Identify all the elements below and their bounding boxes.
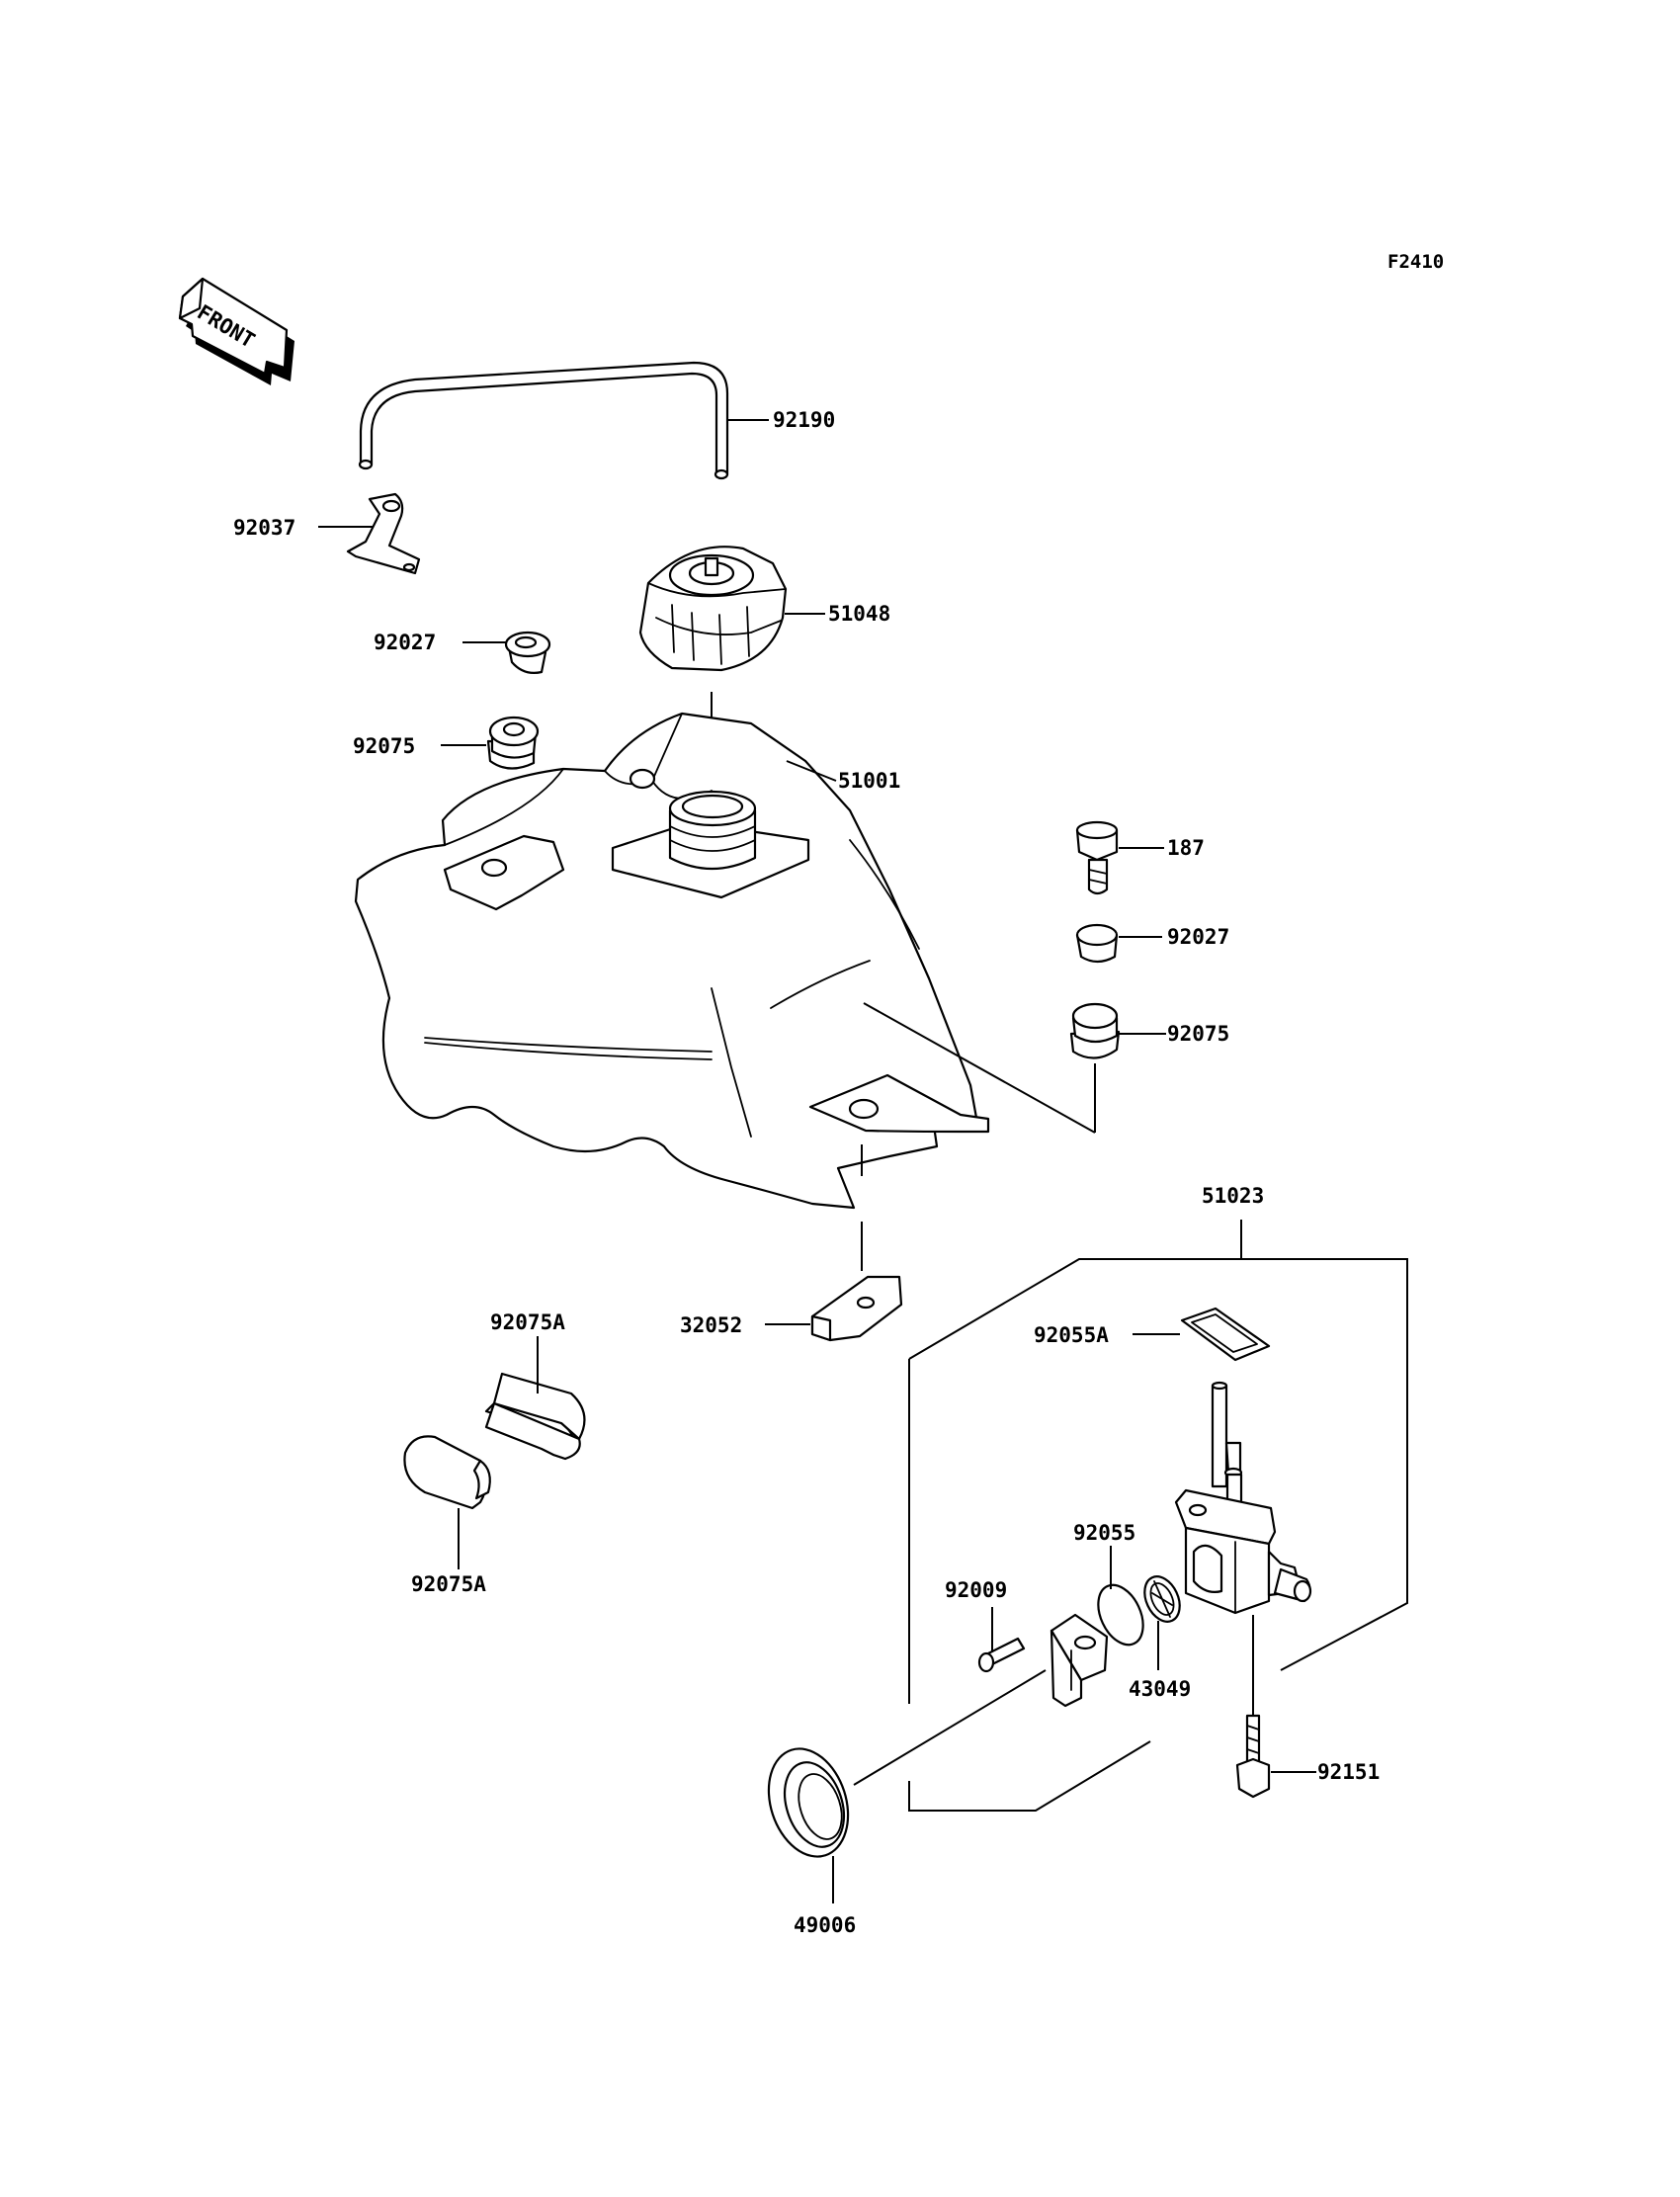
- fuel-tap-body: [1174, 1381, 1312, 1615]
- bracket-92037: 92037: [233, 492, 421, 575]
- part-label-92075A-lower: 92075A: [411, 1572, 486, 1596]
- part-label-92075-left: 92075: [353, 734, 415, 758]
- part-label-43049: 43049: [1129, 1677, 1191, 1701]
- fuel-hose-92190: 92190: [358, 361, 835, 480]
- tap-lever: [1050, 1613, 1109, 1708]
- part-label-92190: 92190: [773, 408, 835, 432]
- part-label-32052: 32052: [680, 1313, 742, 1337]
- part-label-92151: 92151: [1317, 1760, 1380, 1784]
- fuel-tank-51001: 51001: [354, 712, 990, 1210]
- damper-92075-left: 92075: [353, 716, 540, 871]
- part-label-92075A-upper: 92075A: [490, 1310, 565, 1334]
- damper-92075A-upper: 92075A: [484, 1310, 586, 1461]
- collar-92027-left: 92027: [374, 631, 551, 674]
- bolt-187: 187: [1075, 820, 1205, 895]
- part-label-49006: 49006: [794, 1913, 856, 1937]
- part-label-92027-left: 92027: [374, 631, 436, 654]
- damper-92075-right: 92075: [1069, 1002, 1229, 1059]
- grommet-49006: 49006: [767, 1669, 1047, 1937]
- damper-92075A-lower: 92075A: [403, 1435, 491, 1596]
- gasket-92055A: 92055A: [1034, 1307, 1271, 1362]
- part-label-92009: 92009: [945, 1578, 1007, 1602]
- filter-43049: 43049: [1129, 1575, 1191, 1701]
- part-label-51048: 51048: [828, 602, 890, 626]
- fuel-cap-51048: 51048: [638, 546, 890, 771]
- part-label-92027-right: 92027: [1167, 925, 1229, 949]
- screw-92009: 92009: [945, 1578, 1026, 1673]
- bracket-32052: 32052: [680, 1275, 903, 1342]
- collar-92027-right: 92027: [1075, 923, 1229, 964]
- fuel-tap-assembly-51023: 51023: [908, 1184, 1408, 1812]
- part-label-187: 187: [1167, 836, 1205, 860]
- o-ring-92055: 92055: [1073, 1521, 1144, 1647]
- part-label-92075-right: 92075: [1167, 1022, 1229, 1046]
- part-label-92055A: 92055A: [1034, 1323, 1109, 1347]
- part-label-51001: 51001: [838, 769, 900, 793]
- part-label-92055: 92055: [1073, 1521, 1135, 1545]
- front-arrow-icon: FRONT: [178, 277, 294, 385]
- part-label-92037: 92037: [233, 516, 295, 540]
- part-label-51023: 51023: [1202, 1184, 1264, 1208]
- figure-code: F2410: [1387, 251, 1444, 273]
- tap-bolt-92151: 92151: [1235, 1615, 1380, 1799]
